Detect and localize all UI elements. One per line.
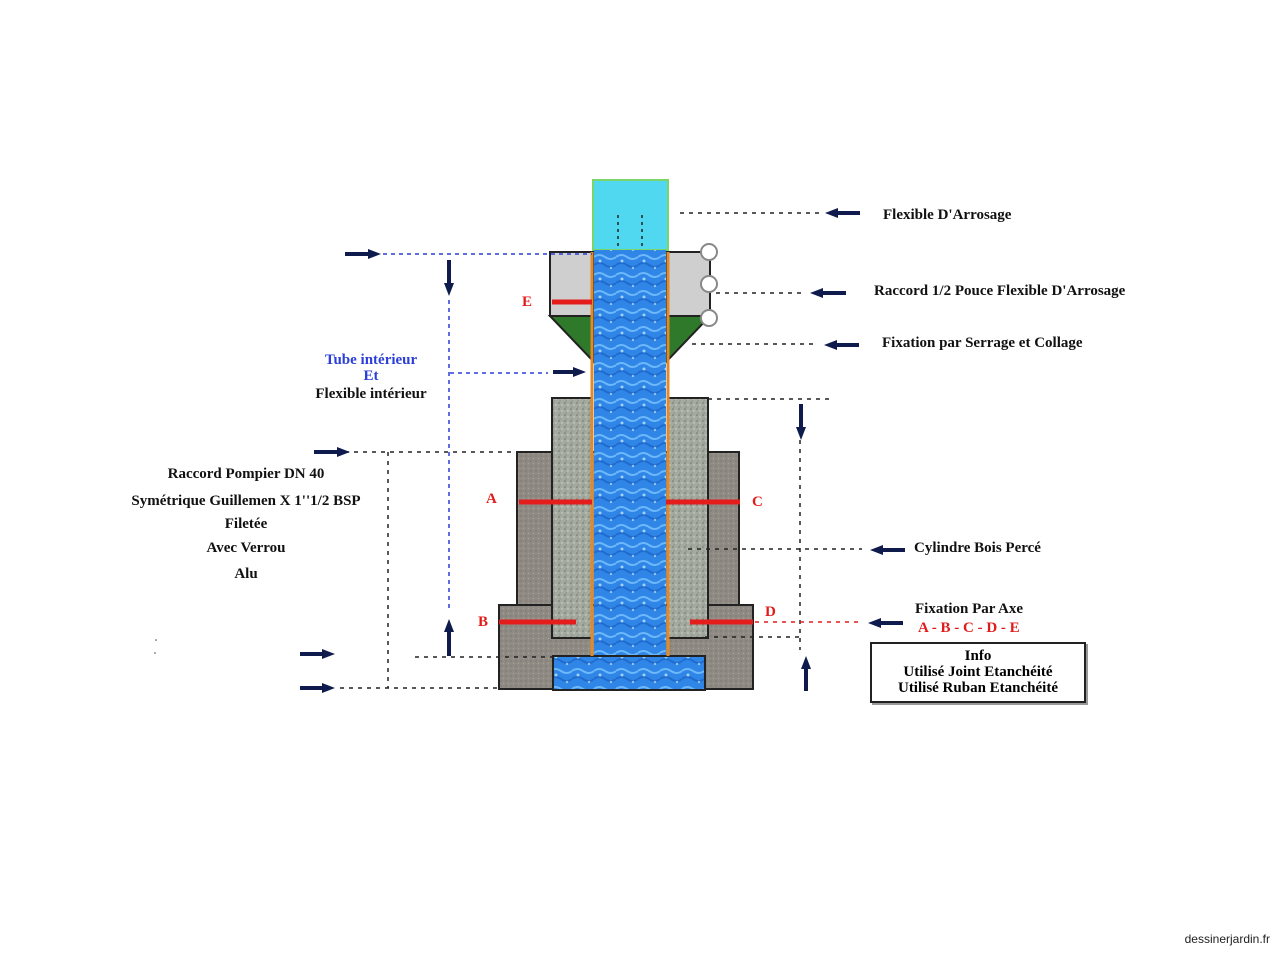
- label-raccord-pompier-2: Symétrique Guillemen X 1''1/2 BSP: [131, 493, 361, 509]
- marker-a: A: [486, 491, 497, 507]
- axis-pins: [499, 299, 753, 625]
- arrow-up-right: [801, 656, 811, 691]
- label-fixation-axe: Fixation Par Axe: [915, 601, 1024, 617]
- label-axe-letters: A - B - C - D - E: [918, 620, 1020, 636]
- label-fixation-serrage: Fixation par Serrage et Collage: [882, 335, 1083, 351]
- label-tube-interieur: Tube intérieur: [324, 352, 418, 368]
- arrow-tube-interieur: [553, 367, 586, 377]
- arrow-top-left: [345, 249, 381, 259]
- speck: [155, 639, 157, 641]
- info-line-2: Utilisé Ruban Etanchéité: [897, 680, 1058, 696]
- marker-b: B: [478, 614, 489, 630]
- arrow-cylindre: [870, 545, 905, 555]
- label-cylindre-bois: Cylindre Bois Percé: [914, 540, 1041, 556]
- arrow-fixation-axe: [868, 618, 903, 628]
- label-et: Et: [363, 368, 379, 384]
- info-box: Info Utilisé Joint Etanchéité Utilisé Ru…: [870, 642, 1086, 703]
- arrows: [300, 208, 905, 693]
- label-flexible-interieur: Flexible intérieur: [315, 386, 427, 402]
- garden-hose: [592, 179, 669, 251]
- site-credit: dessinerjardin.fr: [1184, 932, 1270, 946]
- info-line-1: Utilisé Joint Etanchéité: [903, 664, 1053, 680]
- label-raccord-pompier-4: Avec Verrou: [206, 540, 286, 556]
- arrow-outlet: [300, 649, 335, 659]
- arrow-up-left: [444, 619, 454, 656]
- label-raccord-pompier-5: Alu: [234, 566, 258, 582]
- label-flexible-arrosage: Flexible D'Arrosage: [883, 207, 1012, 223]
- arrow-base: [300, 683, 335, 693]
- marker-e: E: [522, 294, 533, 310]
- arrow-raccord-pompier: [314, 447, 350, 457]
- arrow-down-right: [796, 404, 806, 440]
- marker-d: D: [765, 604, 776, 620]
- marker-c: C: [752, 494, 763, 510]
- leader-lines: [340, 212, 862, 689]
- speck: [154, 652, 156, 654]
- inner-tube-water: [594, 250, 666, 690]
- wood-cylinder: [551, 397, 709, 639]
- outlet-water: [552, 655, 706, 691]
- blue-leader-lines: [383, 253, 592, 612]
- arrow-raccord: [810, 288, 846, 298]
- label-raccord-half-inch: Raccord 1/2 Pouce Flexible D'Arrosage: [874, 283, 1126, 299]
- info-title: Info: [964, 648, 992, 664]
- clamp-rings: [700, 243, 718, 327]
- arrow-flexible: [825, 208, 860, 218]
- arrow-fixation-serrage: [824, 340, 859, 350]
- label-raccord-pompier-3: Filetée: [224, 516, 268, 532]
- label-raccord-pompier-1: Raccord Pompier DN 40: [167, 466, 325, 482]
- arrow-down-left: [444, 260, 454, 296]
